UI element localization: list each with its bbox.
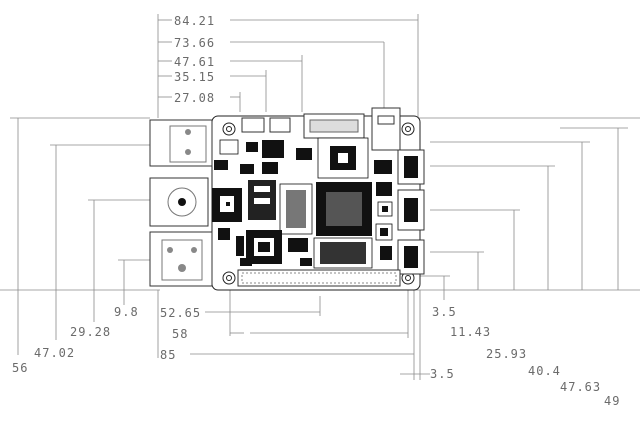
dim-left-56: 56 [12,361,28,375]
dim-bottom-85: 85 [160,348,176,362]
dim-right-11-43: 11.43 [450,325,491,339]
left-dimension-labels: 56 47.02 29.28 9.8 [12,305,139,375]
dim-left-9-8: 9.8 [114,305,139,319]
dim-bottom-3-5: 3.5 [430,367,455,381]
dim-top-27-08: 27.08 [174,91,215,105]
dim-right-25-93: 25.93 [486,347,527,361]
dim-bottom-52-65: 52.65 [160,306,201,320]
dim-left-47-02: 47.02 [34,346,75,360]
dim-left-29-28: 29.28 [70,325,111,339]
dim-top-47-61: 47.61 [174,55,215,69]
top-dimension-labels: 84.21 73.66 47.61 35.15 27.08 [174,14,215,105]
dim-right-47-63: 47.63 [560,380,601,394]
dim-right-49: 49 [604,394,620,408]
bottom-dimension-labels: 52.65 58 85 3.5 [160,306,455,381]
dim-top-35-15: 35.15 [174,70,215,84]
bottom-dimension-lines [157,290,430,380]
ic-chip-icons [212,137,401,287]
dim-top-84-21: 84.21 [174,14,215,28]
dim-bottom-58: 58 [172,327,188,341]
dim-right-40-4: 40.4 [528,364,561,378]
right-dimension-lines [410,117,640,300]
dim-right-3-5: 3.5 [432,305,457,319]
right-dimension-labels: 3.5 11.43 25.93 40.4 47.63 49 [432,305,620,408]
dim-top-73-66: 73.66 [174,36,215,50]
rj45-usb-hdmi-connector-icons [149,107,425,287]
top-dimension-lines [157,14,419,118]
left-dimension-lines [0,117,160,355]
